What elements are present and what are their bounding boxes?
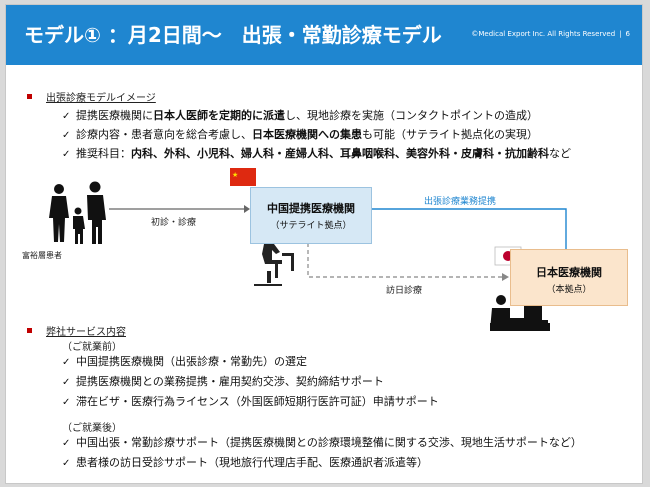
model-item-2-pre: 診療内容・患者意向を総合考慮し、 bbox=[76, 128, 252, 141]
china-flag-icon: ★ bbox=[230, 168, 256, 186]
slide-header: モデル① ：月2日間〜 出張・常勤診療モデル ©Medical Export I… bbox=[6, 5, 642, 65]
japan-box-subtitle: （本拠点） bbox=[546, 285, 592, 295]
partnership-link bbox=[370, 208, 567, 249]
model-item-1-post: し、現地診療を実施（コンタクトポイントの造成） bbox=[285, 109, 538, 122]
after-item-1-text: 中国出張・常勤診療サポート（提携医療機関との診療環境整備に関する交渉、現地生活サ… bbox=[76, 436, 582, 449]
check-icon: ✓ bbox=[62, 438, 71, 449]
patients-label: 富裕層患者 bbox=[22, 251, 62, 260]
model-item-3-bold: 内科、外科、小児科、婦人科・産婦人科、耳鼻咽喉科、美容外科・皮膚科・抗加齢科 bbox=[131, 147, 549, 160]
model-item-1-bold: 日本人医師を定期的に派遣 bbox=[153, 109, 285, 122]
check-icon: ✓ bbox=[62, 377, 71, 388]
check-icon: ✓ bbox=[62, 357, 71, 368]
page-number: 6 bbox=[625, 30, 630, 38]
service-section-title: 弊社サービス内容 bbox=[46, 327, 126, 338]
model-item-1: ✓ 提携医療機関に日本人医師を定期的に派遣し、現地診療を実施（コンタクトポイントの… bbox=[62, 107, 538, 123]
check-icon: ✓ bbox=[62, 111, 71, 122]
initial-consult-label: 初診・診療 bbox=[151, 218, 197, 228]
model-section-title: 出張診療モデルイメージ bbox=[46, 93, 156, 104]
partnership-label: 出張診療業務提携 bbox=[424, 197, 497, 207]
check-icon: ✓ bbox=[62, 397, 71, 408]
before-item-3-text: 滞在ビザ・医療行為ライセンス（外国医師短期行医許可証）申請サポート bbox=[76, 395, 439, 408]
slide-title: モデル① ：月2日間〜 出張・常勤診療モデル bbox=[24, 23, 442, 47]
patients-icon bbox=[49, 181, 106, 244]
before-item-2: ✓ 提携医療機関との業務提携・雇用契約交渉、契約締結サポート bbox=[62, 373, 384, 389]
after-item-2-text: 患者様の訪日受診サポート（現地旅行代理店手配、医療通訳者派遣等） bbox=[76, 456, 428, 469]
svg-text:★: ★ bbox=[232, 171, 238, 179]
before-item-2-text: 提携医療機関との業務提携・雇用契約交渉、契約締結サポート bbox=[76, 375, 384, 388]
copyright-text: ©Medical Export Inc. All Rights Reserved bbox=[471, 30, 616, 38]
china-box-subtitle: （サテライト拠点） bbox=[270, 221, 352, 231]
china-box-title: 中国提携医療機関 bbox=[267, 202, 355, 215]
japan-institution-box: 日本医療機関 （本拠点） bbox=[510, 249, 628, 306]
after-employment-label: （ご就業後） bbox=[62, 423, 122, 434]
before-item-1-text: 中国提携医療機関（出張診療・常勤先）の選定 bbox=[76, 355, 307, 368]
model-item-3-pre: 推奨科目： bbox=[76, 147, 131, 160]
copyright-line: ©Medical Export Inc. All Rights Reserved… bbox=[471, 30, 630, 38]
model-item-3: ✓ 推奨科目：内科、外科、小児科、婦人科・産婦人科、耳鼻咽喉科、美容外科・皮膚科・… bbox=[62, 145, 571, 161]
after-item-1: ✓ 中国出張・常勤診療サポート（提携医療機関との診療環境整備に関する交渉、現地生活… bbox=[62, 434, 582, 450]
before-item-1: ✓ 中国提携医療機関（出張診療・常勤先）の選定 bbox=[62, 353, 307, 369]
before-employment-label: （ご就業前） bbox=[62, 342, 122, 353]
after-item-2: ✓ 患者様の訪日受診サポート（現地旅行代理店手配、医療通訳者派遣等） bbox=[62, 454, 428, 470]
model-item-2-bold: 日本医療機関への集患 bbox=[252, 128, 362, 141]
japan-box-title: 日本医療機関 bbox=[536, 266, 602, 279]
visit-label: 訪日診療 bbox=[386, 286, 423, 296]
slide: モデル① ：月2日間〜 出張・常勤診療モデル ©Medical Export I… bbox=[5, 4, 643, 484]
section-bullet bbox=[27, 94, 32, 99]
check-icon: ✓ bbox=[62, 149, 71, 160]
check-icon: ✓ bbox=[62, 458, 71, 469]
model-item-1-pre: 提携医療機関に bbox=[76, 109, 153, 122]
section-bullet bbox=[27, 328, 32, 333]
diagram-graphics: ★ bbox=[49, 168, 567, 331]
model-item-3-post: など bbox=[549, 147, 571, 160]
model-item-2: ✓ 診療内容・患者意向を総合考慮し、日本医療機関への集患も可能（サテライト拠点化の… bbox=[62, 126, 538, 142]
before-item-3: ✓ 滞在ビザ・医療行為ライセンス（外国医師短期行医許可証）申請サポート bbox=[62, 393, 439, 409]
check-icon: ✓ bbox=[62, 130, 71, 141]
visit-arrow bbox=[307, 243, 502, 278]
model-item-2-post: も可能（サテライト拠点化の実現） bbox=[362, 128, 538, 141]
china-partner-box: 中国提携医療機関 （サテライト拠点） bbox=[250, 187, 372, 244]
